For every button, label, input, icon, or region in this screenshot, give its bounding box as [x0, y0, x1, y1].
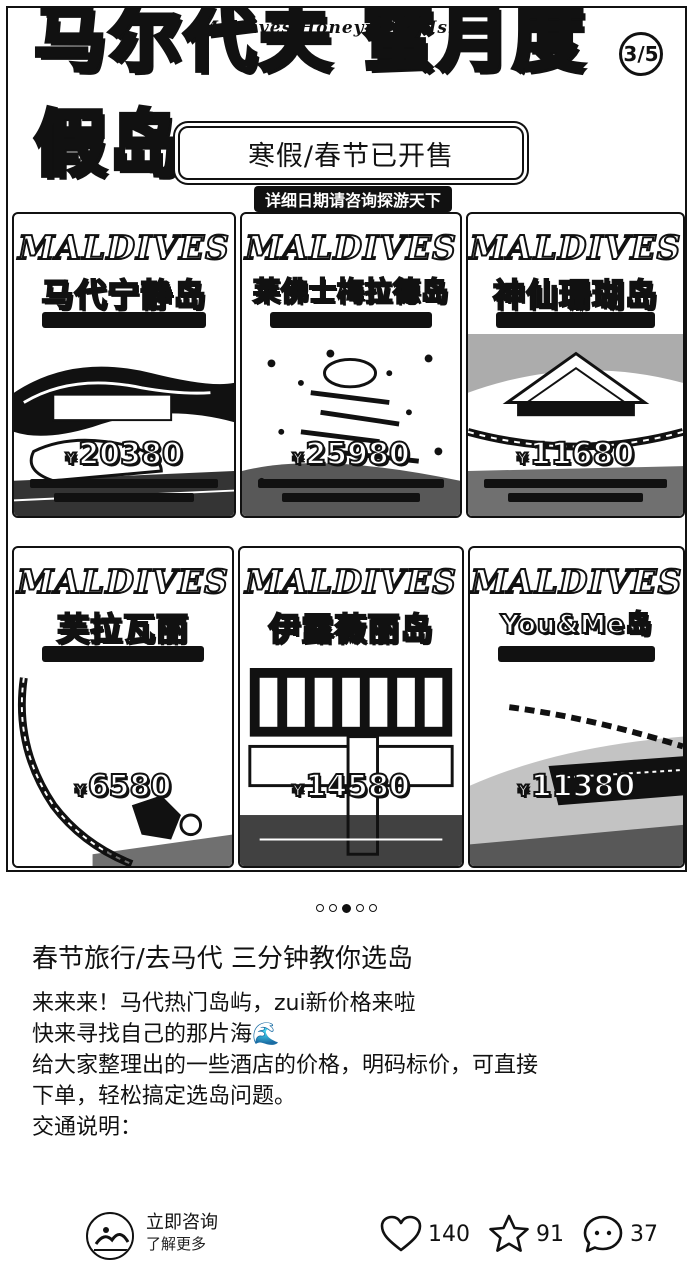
card-price: ¥25980: [242, 436, 460, 473]
card-island-name: 芙拉瓦丽: [56, 609, 189, 649]
comment-button[interactable]: 37: [582, 1214, 658, 1254]
currency-symbol: ¥: [291, 448, 304, 469]
page-indicator-badge: 3/5: [619, 32, 663, 76]
comment-count: 37: [630, 1221, 658, 1247]
resort-illustration: [240, 668, 462, 866]
card-info-bar: [282, 493, 420, 502]
currency-symbol: ¥: [291, 780, 304, 801]
card-brand: MALDIVES: [469, 227, 682, 268]
carousel-indicator: [0, 904, 693, 913]
card-island-name: 伊露薇丽岛: [267, 609, 434, 649]
like-count: 140: [428, 1221, 470, 1247]
post-line: 下单，轻松搞定选岛问题。: [32, 1084, 297, 1109]
card-tagline-bar: [42, 312, 206, 328]
avatar[interactable]: [86, 1212, 134, 1260]
card-brand: MALDIVES: [244, 227, 457, 268]
post-line: 快来寻找自己的那片海🌊: [32, 1022, 280, 1047]
card-island-name: 马代宁静岛: [40, 275, 207, 315]
comment-icon: [583, 1215, 623, 1253]
card-price: ¥14580: [240, 768, 462, 805]
carousel-dot[interactable]: [329, 904, 337, 912]
card-tagline-bar: [42, 646, 204, 662]
island-card[interactable]: MALDIVES 莱佛士梅拉德岛 ¥25980: [240, 212, 462, 518]
post-line: 交通说明：: [32, 1115, 143, 1140]
card-price: ¥6580: [14, 768, 232, 805]
price-value: 20380: [77, 436, 183, 473]
post-body: 来来来！马代热门岛屿，zui新价格来啦 快来寻找自己的那片海🌊 给大家整理出的一…: [32, 988, 652, 1143]
detail-note: 详细日期请咨询探游天下: [254, 186, 452, 212]
hero-title: 马尔代夫 蜜月度假岛: [32, 6, 588, 188]
card-info-bar: [484, 479, 667, 488]
carousel-dot[interactable]: [356, 904, 364, 912]
resort-illustration: [470, 668, 683, 866]
island-card[interactable]: MALDIVES 神仙珊瑚岛 ¥11680: [466, 212, 685, 518]
price-value: 6580: [87, 768, 172, 805]
card-tagline-bar: [496, 312, 655, 328]
post-line: 给大家整理出的一些酒店的价格，明码标价，可直接: [32, 1053, 539, 1078]
card-island-name: You&Me岛: [500, 609, 653, 641]
resort-illustration: [14, 668, 232, 866]
consult-sublabel: 了解更多: [146, 1235, 207, 1253]
island-card[interactable]: MALDIVES 马代宁静岛 ¥20380: [12, 212, 236, 518]
card-price: ¥11680: [468, 436, 683, 473]
like-button[interactable]: 140: [380, 1214, 470, 1254]
favorite-count: 91: [536, 1221, 564, 1247]
consult-label: 立即咨询: [146, 1212, 218, 1233]
card-tagline-bar: [270, 312, 432, 328]
price-value: 11680: [529, 436, 635, 473]
heart-icon: [380, 1215, 422, 1252]
currency-symbol: ¥: [516, 448, 529, 469]
card-island-name: 莱佛士梅拉德岛: [252, 276, 449, 309]
card-price: ¥20380: [14, 436, 234, 473]
post-line: 来来来！马代热门岛屿，zui新价格来啦: [32, 991, 416, 1016]
card-tagline-bar: [498, 646, 655, 662]
carousel-dot-active[interactable]: [342, 904, 351, 913]
island-card[interactable]: MALDIVES 伊露薇丽岛 ¥14580: [238, 546, 464, 868]
resort-illustration: [14, 334, 234, 516]
island-card[interactable]: MALDIVES 芙拉瓦丽 ¥6580: [12, 546, 234, 868]
consult-button[interactable]: 立即咨询 了解更多: [146, 1212, 218, 1254]
bottom-action-bar: 立即咨询 了解更多 140 91 37: [0, 1200, 693, 1270]
currency-symbol: ¥: [74, 780, 87, 801]
carousel-dot[interactable]: [316, 904, 324, 912]
card-brand: MALDIVES: [16, 561, 229, 602]
resort-illustration: [242, 334, 460, 516]
card-brand: MALDIVES: [470, 561, 683, 602]
card-info-bar: [54, 493, 194, 502]
card-info-bar: [508, 493, 643, 502]
card-brand: MALDIVES: [17, 227, 230, 268]
currency-symbol: ¥: [64, 448, 77, 469]
currency-symbol: ¥: [517, 780, 530, 801]
card-info-bar: [258, 479, 444, 488]
favorite-button[interactable]: 91: [488, 1214, 564, 1254]
card-info-bar: [30, 479, 218, 488]
carousel-dot[interactable]: [369, 904, 377, 912]
price-value: 25980: [304, 436, 410, 473]
price-value: 11380: [530, 768, 636, 805]
card-price: ¥11380: [470, 768, 683, 805]
island-card[interactable]: MALDIVES You&Me岛 ¥11380: [468, 546, 685, 868]
star-icon: [489, 1214, 529, 1252]
post-title: 春节旅行/去马代 三分钟教你选岛: [32, 944, 414, 974]
card-island-name: 神仙珊瑚岛: [492, 275, 658, 315]
hero-poster-image[interactable]: Maldives Honeymoon Island 马尔代夫 蜜月度假岛 3/5…: [6, 6, 687, 872]
resort-illustration: [468, 334, 683, 516]
price-value: 14580: [304, 768, 410, 805]
sale-banner: 寒假/春节已开售: [178, 126, 524, 180]
hero-subtitle-en: Maldives Honeymoon Island: [199, 18, 494, 38]
card-brand: MALDIVES: [244, 561, 457, 602]
